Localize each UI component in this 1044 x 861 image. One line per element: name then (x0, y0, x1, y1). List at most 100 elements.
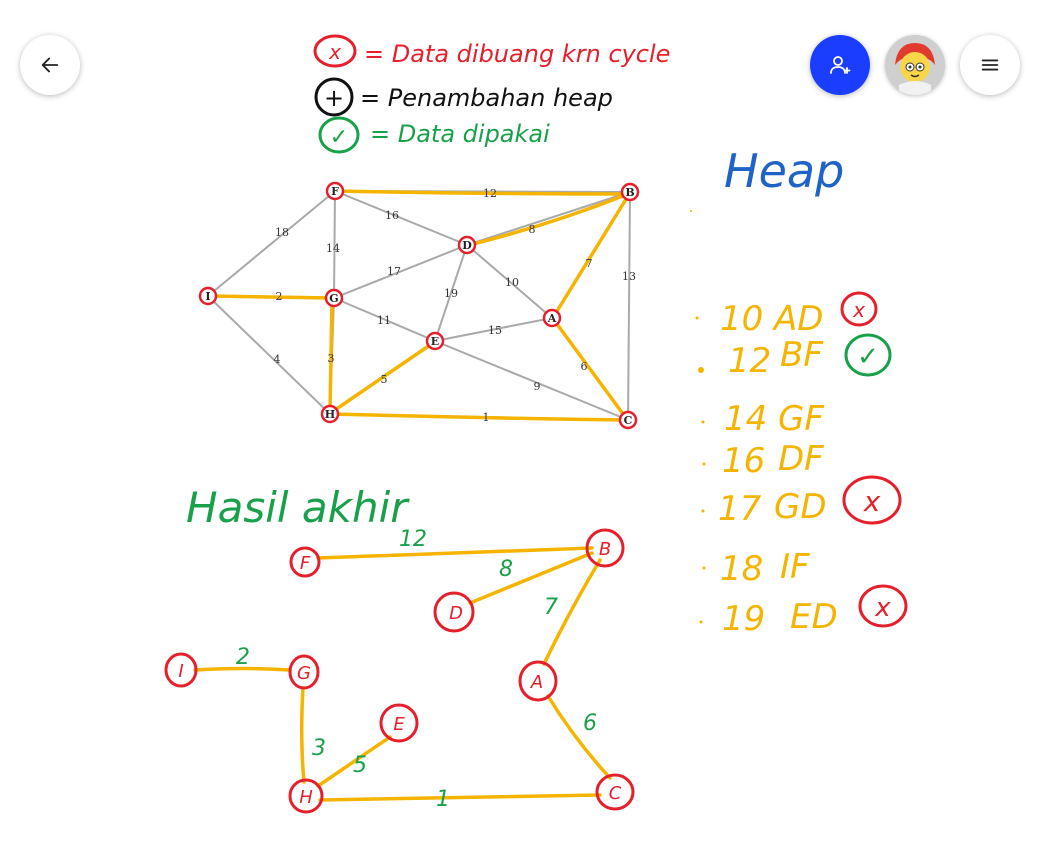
graph-node-a: A (542, 308, 562, 328)
legend-used-circle (318, 116, 360, 154)
graph-node-g: G (324, 288, 344, 308)
edge-label: 8 (529, 223, 536, 236)
rejected-mark-symbol: x (852, 298, 865, 322)
edge-label: 2 (276, 290, 283, 303)
result-node-c (595, 773, 635, 811)
result-node-label: E (393, 714, 405, 735)
edge-label: 17 (387, 265, 401, 278)
edge-label: 4 (274, 353, 281, 366)
graph-edge-labels: 12 16 8 18 14 17 19 10 7 13 2 11 15 3 4 … (274, 187, 637, 424)
result-node-e (379, 703, 419, 743)
heap-entry-edge: ED (790, 597, 838, 637)
result-node-a (518, 660, 558, 702)
legend-added-text: = Penambahan heap (360, 84, 613, 112)
result-node-g (288, 654, 320, 690)
edge-label: 18 (275, 226, 289, 239)
heap-entry-weight: 16 (722, 441, 765, 481)
heap-entry-weight: 18 (720, 549, 763, 589)
graph-nodes: F B D I G A E H C (198, 181, 640, 430)
heap-entry-edge: AD (772, 299, 823, 339)
result-node-f (289, 546, 321, 578)
result-node-d (433, 591, 475, 633)
heap-entry-weight: 14 (724, 399, 767, 439)
graph-node-b: B (620, 182, 640, 202)
svg-text:H: H (325, 408, 335, 421)
result-edge-label: 3 (312, 736, 326, 761)
heap-entry-weight: 17 (718, 489, 762, 529)
result-edge-label: 12 (399, 527, 427, 552)
legend-added-circle (314, 77, 354, 117)
heap-entry-edge: IF (780, 547, 810, 587)
used-mark (844, 333, 892, 377)
legend-added-symbol: + (324, 84, 344, 112)
heap-entry-edge: BF (780, 335, 823, 375)
edge-label: 15 (488, 324, 502, 337)
avatar[interactable] (885, 35, 945, 95)
result-node-label: B (599, 539, 611, 560)
result-title: Hasil akhir (186, 483, 410, 532)
result-node-i (164, 652, 198, 688)
invite-user-button[interactable] (810, 35, 870, 95)
svg-text:I: I (205, 290, 210, 303)
result-node-label: F (300, 553, 311, 574)
edge-label: 19 (444, 287, 458, 300)
result-node-h (288, 778, 324, 814)
arrow-left-icon (41, 57, 59, 73)
edge-label: 9 (534, 380, 541, 393)
result-edge-label: 6 (583, 711, 597, 736)
edge-label: 12 (483, 187, 497, 200)
heap-entry-weight: 19 (722, 599, 765, 639)
heap-list: 10 AD 12 BF 14 GF 16 DF 17 GD 18 IF 19 E… (718, 299, 838, 639)
heap-entry-edge: GD (774, 487, 827, 527)
heap-title: Heap (724, 144, 844, 198)
edge-label: 6 (581, 360, 588, 373)
graph-node-f: F (325, 181, 345, 201)
hamburger-menu-icon (981, 59, 999, 71)
edge-label: 5 (381, 373, 388, 386)
menu-button[interactable] (960, 35, 1020, 95)
graph-edges (207, 190, 631, 421)
result-nodes (164, 528, 635, 814)
result-edges (193, 546, 612, 802)
heap-entry-weight: 10 (720, 299, 763, 339)
edge-label: 10 (505, 276, 519, 289)
heap-bullets (690, 210, 706, 624)
legend-used-symbol: ✓ (330, 125, 348, 150)
svg-text:A: A (547, 312, 557, 325)
rejected-mark (858, 584, 908, 628)
legend-rejected-circle (313, 34, 357, 68)
svg-text:D: D (462, 239, 472, 252)
result-node-labels: F B D A I G E H C (178, 539, 621, 808)
user-avatar-image (885, 35, 945, 95)
back-button[interactable] (20, 35, 80, 95)
result-node-label: C (609, 783, 622, 804)
graph-node-h: H (320, 404, 340, 424)
heap-marks: x ✓ x x (840, 291, 908, 628)
legend-rejected-symbol: x (328, 40, 341, 64)
heap-panel: Heap 10 AD 12 BF 14 GF 16 DF 17 GD 18 IF… (690, 144, 908, 639)
graph-node-d: D (457, 235, 477, 255)
edge-label: 16 (385, 209, 399, 222)
used-mark-symbol: ✓ (857, 342, 879, 372)
heap-entry-edge: DF (778, 439, 824, 479)
result-node-label: I (178, 661, 183, 682)
edge-label: 14 (326, 242, 340, 255)
rejected-mark-symbol: x (874, 593, 891, 623)
legend-used-text: = Data dipakai (370, 120, 550, 148)
user-plus-icon (830, 56, 851, 74)
graph: 12 16 8 18 14 17 19 10 7 13 2 11 15 3 4 … (198, 181, 640, 430)
result-edge-label: 7 (544, 595, 558, 620)
rejected-mark (842, 475, 902, 525)
svg-text:B: B (625, 186, 634, 199)
svg-text:C: C (624, 414, 633, 427)
legend-rejected-text: = Data dibuang krn cycle (364, 40, 670, 68)
result-node-label: A (530, 672, 543, 693)
result-edge-labels: 12 8 7 2 6 3 5 1 (236, 527, 597, 812)
edge-label: 11 (377, 314, 391, 327)
graph-node-i: I (198, 286, 218, 306)
result-edge-label: 2 (236, 645, 250, 670)
rejected-mark-symbol: x (863, 485, 881, 518)
result-node-label: G (297, 663, 311, 684)
svg-text:F: F (331, 185, 339, 198)
